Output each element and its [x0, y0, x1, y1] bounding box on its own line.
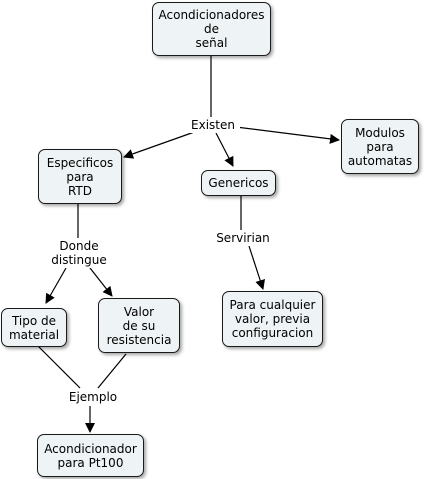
arrow-existen-genericos [215, 132, 234, 167]
connector-valor-ejemplo [97, 353, 127, 389]
arrow-donde-valor [89, 267, 113, 297]
node-especificos-para-rtd[interactable]: Especificos para RTD [38, 149, 122, 204]
arrow-servirian-paracualquier [248, 245, 265, 290]
node-para-cualquier-valor[interactable]: Para cualquier valor, previa configuraci… [222, 291, 323, 347]
link-servirian: Servirian [211, 230, 275, 246]
node-acondicionadores-de-senal[interactable]: Acondicionadores de señal [152, 2, 271, 56]
link-donde-distingue: Donde distingue [44, 238, 114, 268]
link-ejemplo: Ejemplo [64, 389, 122, 405]
arrow-donde-tipo [45, 267, 67, 304]
arrow-existen-especificos [123, 129, 201, 159]
arrow-existen-modulos [235, 126, 340, 144]
connector-tipo-ejemplo [37, 345, 81, 389]
node-tipo-de-material[interactable]: Tipo de material [1, 308, 67, 347]
node-valor-de-su-resistencia[interactable]: Valor de su resistencia [98, 298, 180, 353]
node-acondicionador-para-pt100[interactable]: Acondicionador para Pt100 [37, 434, 144, 477]
node-genericos[interactable]: Genericos [201, 170, 276, 196]
link-existen: Existen [186, 117, 240, 133]
node-modulos-para-automatas[interactable]: Modulos para automatas [341, 119, 419, 174]
